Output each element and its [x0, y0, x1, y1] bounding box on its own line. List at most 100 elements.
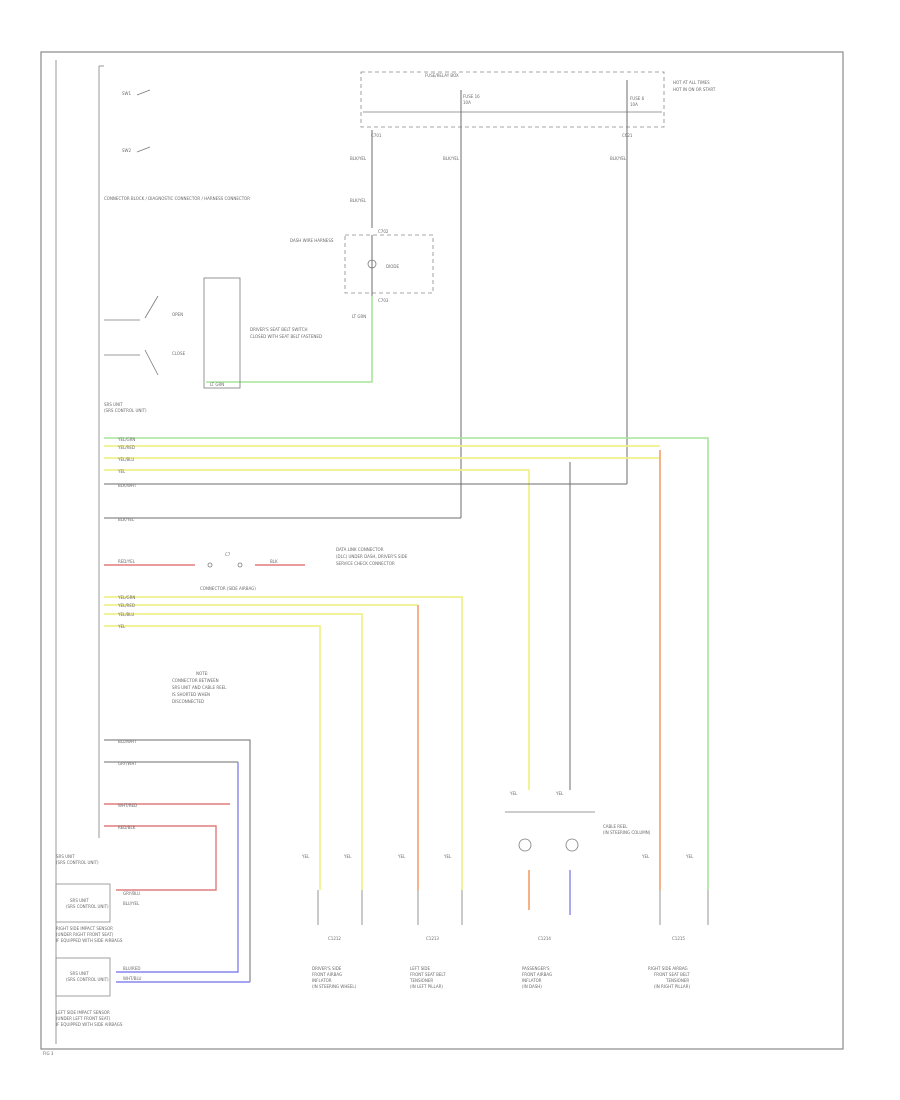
cap-3-sub3: (IN DASH): [522, 984, 542, 989]
left-sensor-sub: (SRS CONTROL UNIT): [56, 860, 99, 865]
cap-2-title: LEFT SIDE: [410, 966, 431, 971]
switch-arm-top: [144, 295, 159, 319]
fuse-b-rating: 10A: [630, 102, 638, 107]
group-d-pin-label-1: YEL: [641, 854, 650, 859]
left-sensor-box-a: [55, 883, 111, 923]
wire-label-blk-yel-2: BLK/YEL: [443, 156, 460, 161]
hot-note-b-label: HOT AT ALL TIMES: [673, 80, 710, 85]
airbag-group-driver: YEL YEL C1212 DRIVER'S SIDE FRONT AIRBAG…: [301, 854, 363, 989]
seatbelt-switch-title: DRIVER'S SEAT BELT SWITCH: [250, 327, 308, 332]
group-a-conn: C1212: [328, 936, 341, 941]
dlc-pin-2: [237, 562, 243, 568]
diode-box-label: DASH WIRE HARNESS: [290, 238, 334, 243]
wire-label-yel-blu-a: YEL/BLU: [117, 457, 134, 462]
sw2-line: [136, 146, 151, 153]
wire-label-yel-red-a: YEL/RED: [117, 445, 135, 450]
wire-label-yel-grn-b: YEL/GRN: [117, 595, 135, 600]
hot-note-label: HOT IN ON OR START: [673, 87, 716, 92]
cap-3-sub2: INFLATOR: [522, 978, 542, 983]
box-a-label: SRS UNIT: [70, 898, 89, 903]
sensor-wires-a-label: BLU/WHT: [118, 739, 137, 744]
left-impact-title: LEFT SIDE IMPACT SENSOR: [56, 1010, 110, 1015]
wire-label-blk-yel-5: BLK/YEL: [118, 517, 135, 522]
sensor-wires-b-label: GRY/WHT: [118, 761, 137, 766]
diode-label: DIODE: [386, 264, 399, 269]
right-sensor-sub2: IF EQUIPPED WITH SIDE AIRBAGS: [56, 938, 123, 943]
cap-2-sub2: TENSIONER: [409, 978, 433, 983]
sw2-label: SW2: [122, 148, 131, 153]
group-a-pin-label-2: YEL: [343, 854, 352, 859]
cap-4-title: RIGHT SIDE AIRBAG: [648, 966, 688, 971]
diagram-frame: [40, 51, 844, 1050]
srs-unit-sub: (SRS CONTROL UNIT): [104, 408, 147, 413]
wire-label-blk-wht: BLK/WHT: [118, 483, 137, 488]
cap-4-sub3: (IN RIGHT PILLAR): [654, 984, 690, 989]
box-b-label: SRS UNIT: [70, 971, 89, 976]
dlc-pin-1: [207, 562, 213, 568]
left-sensor-title: SRS UNIT: [56, 854, 75, 859]
dlc-wire-2-label: BLK: [270, 559, 278, 564]
switch-arm-bottom: [144, 349, 159, 376]
cable-reel-sub: (IN STEERING COLUMN): [603, 830, 651, 835]
cap-2-sub: FRONT SEAT BELT: [410, 972, 446, 977]
group-d-conn: C1215: [672, 936, 685, 941]
mid-note-1: NOTE:: [196, 671, 208, 676]
sensor-wires-d-label: BLU/YEL: [123, 901, 140, 906]
cap-4-sub: FRONT SEAT BELT: [654, 972, 690, 977]
mid-note-2: CONNECTOR BETWEEN: [172, 678, 219, 683]
dlc-c-label: C7: [225, 552, 231, 557]
service-check-label: SERVICE CHECK CONNECTOR: [336, 561, 395, 566]
wire-label-ltgrn-2: LT GRN: [210, 382, 224, 387]
right-sensor-title: RIGHT SIDE IMPACT SENSOR: [56, 926, 113, 931]
conn-mid-label: C702: [378, 229, 389, 234]
cap-1-sub2: INFLATOR: [312, 978, 332, 983]
wire-label-yel-b: YEL: [117, 624, 126, 629]
sensor-wire-red-2: [104, 825, 217, 891]
fuse-a-rating: 10A: [463, 100, 471, 105]
right-sensor-sub: (UNDER RIGHT FRONT SEAT): [56, 932, 114, 937]
wire-label-blk-yel-1: BLK/YEL: [350, 156, 367, 161]
airbag-group-left-side: YEL YEL C1213 LEFT SIDE FRONT SEAT BELT …: [397, 854, 463, 989]
mid-note-4: IS SHORTED WHEN: [172, 692, 210, 697]
cable-reel-label: CABLE REEL: [603, 824, 628, 829]
group-b-pin-label-2: YEL: [443, 854, 452, 859]
conn-top-label: C701: [371, 133, 382, 138]
mid-note-3: SRS UNIT AND CABLE REEL: [172, 685, 227, 690]
harness-yellow-6: [104, 613, 363, 890]
sensor-wires-c-label: GRY/BLU: [123, 891, 140, 896]
wire-label-ltgrn-1: LT GRN: [352, 314, 366, 319]
airbag-group-right-side: YEL YEL C1215 RIGHT SIDE AIRBAG FRONT SE…: [641, 854, 709, 989]
left-sensor-box-b: [55, 957, 111, 997]
harness-green-top: [104, 437, 709, 890]
left-impact-sub2: IF EQUIPPED WITH SIDE AIRBAGS: [56, 1022, 123, 1027]
mid-note-5: DISCONNECTED: [172, 699, 204, 704]
green-wire-diode: [206, 296, 373, 383]
cap-3-sub: FRONT AIRBAG: [522, 972, 552, 977]
conn-bot-label: C703: [378, 298, 389, 303]
harness-yellow-3: [104, 469, 530, 790]
data-link-label: DATA LINK CONNECTOR: [336, 547, 384, 552]
wire-label-yel-red-b: YEL/RED: [117, 603, 135, 608]
sensor-wire-a: [104, 739, 251, 982]
fuse-relay-box: [360, 71, 665, 128]
diode-box: [344, 234, 434, 294]
wire-label-blk-yel-3: BLK/YEL: [610, 156, 627, 161]
sw1-line: [136, 89, 151, 96]
wire-label-blu-red: BLU/RED: [123, 966, 140, 971]
cap-1-title: DRIVER'S SIDE: [312, 966, 342, 971]
seatbelt-switch-box: [203, 277, 241, 389]
left-group-label: CONNECTOR (SIDE AIRBAG): [200, 586, 256, 591]
cable-reel-circle-1: [518, 838, 532, 852]
page-ref: FIG 3: [43, 1051, 54, 1056]
dlc-wire-1-label: RED/YEL: [118, 559, 136, 564]
wire-label-yel-a: YEL: [117, 469, 126, 474]
box-b-sub: (SRS CONTROL UNIT): [66, 977, 109, 982]
data-link-detail: (DLC) UNDER DASH, DRIVER'S SIDE: [336, 554, 408, 559]
harness-yellow-7: [104, 625, 321, 890]
cable-reel-circle-2: [565, 838, 579, 852]
group-b-pin-label-1: YEL: [397, 854, 406, 859]
group-a-pin-label-1: YEL: [301, 854, 310, 859]
cap-1-sub3: (IN STEERING WHEEL): [312, 984, 357, 989]
cap-2-sub3: (IN LEFT PILLAR): [410, 984, 443, 989]
left-impact-sub: (UNDER LEFT FRONT SEAT): [56, 1016, 111, 1021]
